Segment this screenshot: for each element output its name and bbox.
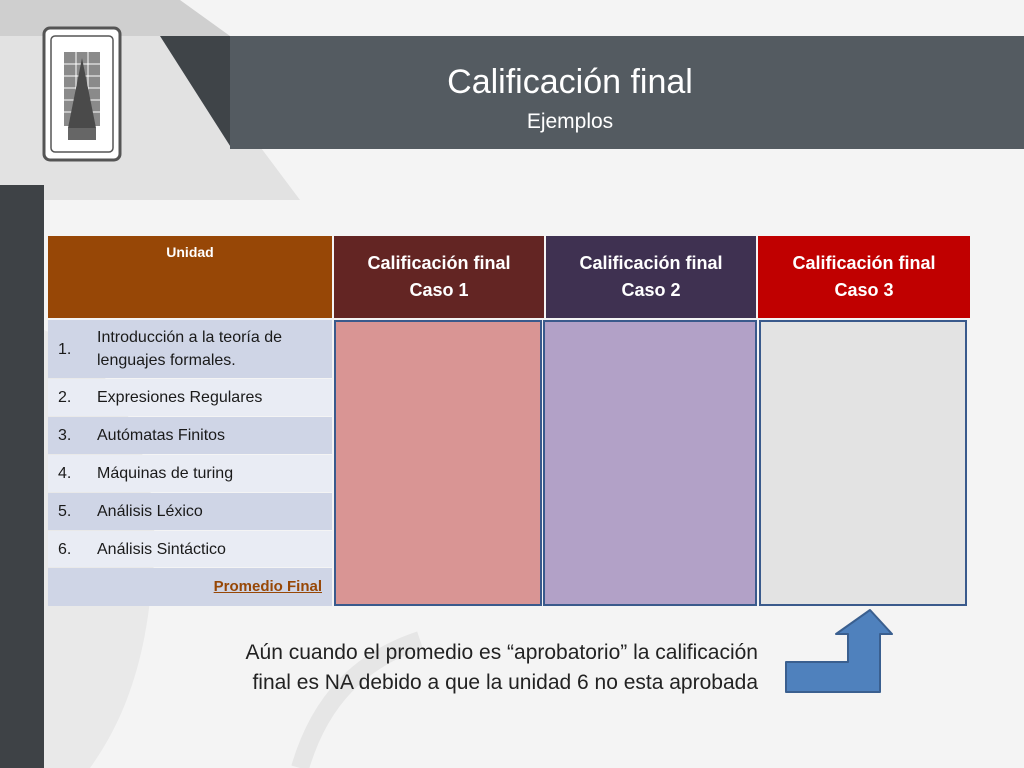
case-1-title: Calificación final — [367, 253, 511, 273]
unit-name: Análisis Léxico — [97, 503, 203, 520]
table-row: 4. Máquinas de turing — [48, 455, 332, 492]
case-2-header: Calificación final Caso 2 — [546, 236, 756, 318]
case-2-values — [543, 320, 757, 606]
header-band — [230, 36, 1024, 149]
unit-column-header: Unidad — [48, 236, 332, 318]
case-3-header: Calificación final Caso 3 — [758, 236, 970, 318]
promedio-final-label: Promedio Final — [48, 568, 332, 606]
case-3-title: Calificación final — [792, 253, 936, 273]
note-line-1: Aún cuando el promedio es “aprobatorio” … — [245, 641, 758, 664]
table-row: 2. Expresiones Regulares — [48, 379, 332, 416]
case-2-title: Calificación final — [579, 253, 723, 273]
unit-number: 1. — [58, 340, 72, 358]
unit-name: Introducción a la teoría de lenguajes fo… — [97, 329, 283, 369]
institute-seal-icon — [42, 26, 122, 162]
table-row: 1. Introducción a la teoría de lenguajes… — [48, 320, 332, 378]
case-1-header: Calificación final Caso 1 — [334, 236, 544, 318]
table-row: 6. Análisis Sintáctico — [48, 531, 332, 567]
explanation-note: Aún cuando el promedio es “aprobatorio” … — [160, 638, 758, 698]
case-1-values — [334, 320, 542, 606]
case-1-label: Caso 1 — [409, 280, 469, 300]
unit-header-label: Unidad — [166, 244, 214, 260]
unit-name: Análisis Sintáctico — [97, 540, 226, 558]
note-line-2: final es NA debido a que la unidad 6 no … — [252, 671, 758, 694]
unit-name: Expresiones Regulares — [97, 389, 263, 406]
case-2-label: Caso 2 — [621, 280, 681, 300]
unit-number: 4. — [58, 465, 72, 482]
unit-name: Autómatas Finitos — [97, 427, 226, 444]
up-arrow-icon — [785, 609, 893, 693]
unit-number: 5. — [58, 503, 72, 520]
slide-title: Calificación final — [447, 63, 693, 101]
unit-number: 3. — [58, 427, 72, 444]
unit-number: 6. — [58, 540, 72, 558]
unit-number: 2. — [58, 389, 72, 406]
table-row: 5. Análisis Léxico — [48, 493, 332, 530]
case-3-label: Caso 3 — [834, 280, 894, 300]
table-row: 3. Autómatas Finitos — [48, 417, 332, 454]
case-3-values — [759, 320, 967, 606]
slide-subtitle: Ejemplos — [526, 110, 614, 133]
unit-name: Máquinas de turing — [97, 465, 234, 482]
